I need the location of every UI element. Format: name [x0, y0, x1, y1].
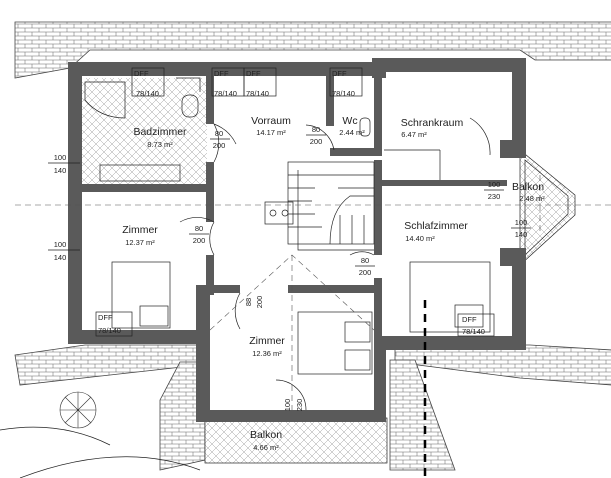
dff-size: 78/140	[214, 89, 237, 98]
room-badzimmer-area: 8.73 m²	[147, 140, 173, 149]
room-balkon-right-name: Balkon	[512, 181, 544, 193]
room-zimmer-left-name: Zimmer	[122, 224, 158, 236]
door-dim-wc: 80 200	[306, 125, 326, 146]
room-balkon-bottom-area: 4.66 m²	[253, 443, 279, 452]
dff-size: 78/140	[332, 89, 355, 98]
window-dim-balkon-bottom: 100 230	[283, 399, 304, 412]
door-height: 200	[193, 236, 206, 245]
dff-label: DFF	[462, 315, 477, 324]
dff-size: 78/140	[246, 89, 269, 98]
room-schlafzimmer: Schlafzimmer 14.40 m²	[404, 220, 468, 243]
door-height: 200	[255, 296, 264, 309]
balcony-right-floor	[520, 150, 575, 265]
room-zimmer-bottom-name: Zimmer	[249, 335, 285, 347]
dff-size: 78/140	[462, 327, 485, 336]
room-vorraum-name: Vorraum	[251, 115, 291, 127]
room-balkon-bottom: Balkon 4.66 m²	[250, 429, 282, 452]
window-width: 100	[488, 180, 501, 189]
room-schrankraum-area: 6.47 m²	[401, 130, 427, 139]
dff-window-bad: DFF 78/140	[131, 67, 165, 98]
window-width: 100	[54, 153, 67, 162]
room-balkon-right-area: 2.48 m²	[519, 194, 545, 203]
room-zimmer-bottom: Zimmer 12.36 m²	[249, 335, 285, 358]
door-width: 80	[215, 129, 223, 138]
door-height: 200	[310, 137, 323, 146]
room-zimmer-left-area: 12.37 m²	[125, 238, 155, 247]
washbasin	[99, 164, 181, 182]
dff-size: 78/140	[98, 326, 121, 335]
room-wc-area: 2.44 m²	[339, 128, 365, 137]
roof-top	[14, 21, 611, 79]
room-balkon-bottom-name: Balkon	[250, 429, 282, 441]
roof-bottom-right	[394, 344, 611, 386]
door-swings	[179, 117, 491, 411]
door-dim-badzimmer: 80 200	[210, 129, 230, 150]
door-height: 200	[213, 141, 226, 150]
inner-walls	[82, 76, 507, 340]
bathtub	[84, 81, 126, 119]
room-zimmer-bottom-area: 12.36 m²	[252, 349, 282, 358]
toilet	[181, 94, 199, 118]
dff-label: DFF	[214, 69, 229, 78]
window-width: 100	[283, 399, 292, 412]
window-height: 140	[54, 253, 67, 262]
dff-window-wc: DFF 78/140	[329, 67, 363, 98]
dff-window-vorraum-2: DFF 78/140	[243, 67, 277, 98]
dff-window-zimmer-left: DFF 78/140	[95, 311, 133, 337]
terrain-line	[0, 426, 111, 446]
roof-balcony-right-slope	[389, 359, 456, 471]
balcony-bottom-floor	[205, 418, 387, 463]
room-zimmer-left: Zimmer 12.37 m²	[122, 224, 158, 247]
dff-label: DFF	[134, 69, 149, 78]
window-dim-zimmer-left: 100 140	[48, 240, 80, 262]
door-width: 80	[312, 125, 320, 134]
construction-lines	[15, 175, 611, 410]
window-height: 140	[54, 166, 67, 175]
staircase	[287, 161, 375, 251]
door-dim-zimmer-left: 80 200	[189, 224, 209, 245]
door-height: 200	[359, 268, 372, 277]
door-dim-schlafzimmer: 80 200	[355, 256, 375, 277]
room-wc-name: Wc	[342, 115, 357, 127]
door-width: 88	[244, 298, 253, 306]
bed-right	[409, 261, 491, 333]
room-schlafzimmer-name: Schlafzimmer	[404, 220, 468, 232]
dff-window-schlafzimmer: DFF 78/140	[457, 313, 495, 337]
window-width: 100	[515, 218, 528, 227]
window-height: 230	[488, 192, 501, 201]
room-balkon-right: Balkon 2.48 m²	[512, 181, 545, 203]
dff-label: DFF	[332, 69, 347, 78]
window-dim-schrankraum-right: 100 230	[484, 180, 504, 201]
room-schrankraum-name: Schrankraum	[401, 117, 464, 129]
window-width: 100	[54, 240, 67, 249]
room-wc: Wc 2.44 m²	[339, 115, 365, 137]
kitchenette-box	[264, 201, 294, 225]
dff-size: 78/140	[136, 89, 159, 98]
shower	[176, 77, 201, 92]
bed-bottom	[297, 311, 373, 375]
window-height: 140	[515, 230, 528, 239]
window-dim-bad-left: 100 140	[48, 153, 80, 175]
room-vorraum-area: 14.17 m²	[256, 128, 286, 137]
room-badzimmer-name: Badzimmer	[133, 126, 187, 138]
bed-left	[111, 261, 171, 329]
dff-label: DFF	[246, 69, 261, 78]
room-schlafzimmer-area: 14.40 m²	[405, 234, 435, 243]
outer-walls	[68, 58, 526, 422]
door-dim-zimmer-bottom: 88 200	[244, 296, 264, 309]
wc-toilet	[359, 117, 371, 137]
room-schrankraum: Schrankraum 6.47 m²	[401, 117, 464, 139]
window-height: 230	[295, 399, 304, 412]
window-dim-schlafzimmer-right: 100 140	[511, 218, 531, 239]
terrain-line-2	[19, 456, 201, 478]
room-vorraum: Vorraum 14.17 m²	[251, 115, 291, 137]
room-badzimmer: Badzimmer 8.73 m²	[133, 126, 187, 149]
door-width: 80	[361, 256, 369, 265]
dff-label: DFF	[98, 313, 113, 322]
tree-symbol	[59, 391, 97, 429]
door-width: 80	[195, 224, 203, 233]
